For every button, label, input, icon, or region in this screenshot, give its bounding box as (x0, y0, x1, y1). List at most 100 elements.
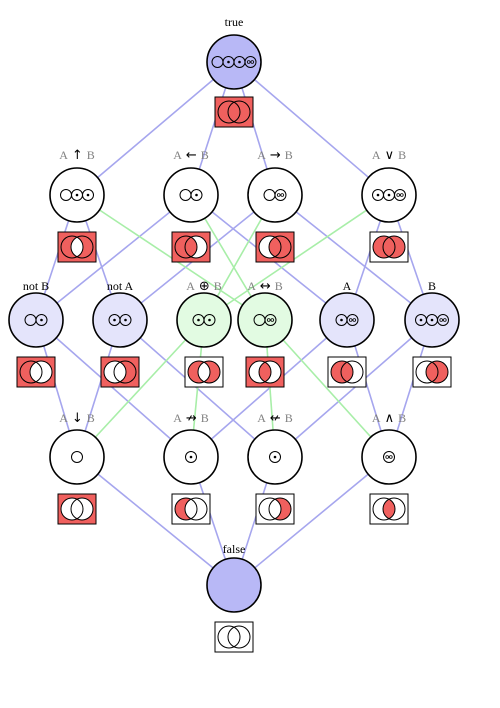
glyph-small-ring-icon (348, 318, 353, 322)
venn-box-true (214, 96, 254, 128)
edge-xor-or-xor (203, 194, 390, 321)
venn-box-nota (100, 356, 140, 388)
glyph-ring-icon (383, 451, 395, 463)
venn-box-nconv (255, 493, 295, 525)
glyph-dot-icon (124, 318, 127, 322)
edge-xor-iff-and (264, 319, 390, 458)
glyph-ring-icon (244, 56, 257, 68)
edge-implication-and-false (233, 456, 390, 586)
node-circle (49, 429, 105, 485)
edge-implication-b-nconv (274, 319, 433, 458)
glyph-dot-icon (208, 318, 211, 322)
node-label: B (428, 279, 436, 293)
node-true: true (206, 15, 262, 90)
glyph-dot-icon (113, 318, 116, 322)
edge-implication-notb-nimpl (35, 319, 192, 458)
venn-box-nor (57, 493, 97, 525)
glyph-dot-icon (197, 318, 200, 322)
glyph-ring-icon (394, 189, 406, 201)
node-circle (206, 557, 262, 613)
node-label: A↛B (173, 411, 209, 426)
node-nand: A↑B (49, 148, 105, 223)
glyph-dot-icon (273, 455, 277, 459)
node-label: A∧B (372, 411, 406, 426)
node-iff: A↔B (237, 279, 293, 348)
glyph-dot-icon (238, 60, 241, 64)
node-label: false (223, 542, 246, 556)
node-label: true (225, 15, 244, 29)
venn-box-b (412, 356, 452, 388)
glyph-dot-icon (86, 193, 90, 197)
node-or: A∨B (361, 148, 417, 223)
glyph-dot-icon (195, 193, 198, 197)
node-label: A↓B (59, 411, 95, 426)
edge-implication-impl-b (274, 194, 433, 321)
node-nimpl: A↛B (163, 411, 219, 485)
node-a: A (319, 279, 375, 348)
node-label: A↑B (59, 148, 95, 163)
venn-box-or (369, 231, 409, 263)
glyph-small-ring-icon (276, 193, 281, 197)
venn-box-nand (57, 231, 97, 263)
glyph-small-ring-icon (388, 455, 393, 459)
glyph-dot-icon (376, 193, 380, 197)
glyph-small-ring-icon (250, 60, 255, 64)
node-impl: A→B (247, 148, 303, 223)
venn-box-conv (171, 231, 211, 263)
venn-box-iff (245, 356, 285, 388)
node-nor: A↓B (49, 411, 105, 485)
glyph-ring-icon (71, 451, 83, 463)
glyph-dot-icon (189, 455, 193, 459)
glyph-ring-icon (274, 189, 287, 201)
glyph-small-ring-icon (396, 193, 401, 197)
node-false: false (206, 542, 262, 613)
glyph-ring-icon (35, 314, 48, 326)
venn-box-xor (184, 356, 224, 388)
venn-box-a (327, 356, 367, 388)
node-label: A (343, 279, 352, 293)
glyph-dot-icon (340, 318, 343, 322)
node-nota: not A (92, 279, 148, 348)
glyph-ring-icon (346, 314, 359, 326)
venn-circle-b (228, 626, 250, 648)
venn-region-ab (259, 361, 271, 383)
edge-xor-xor-nor (76, 319, 205, 458)
glyph-small-ring-icon (352, 318, 357, 322)
glyph-small-ring-icon (246, 60, 251, 64)
glyph-ring-icon (203, 314, 216, 326)
glyph-dot-icon (387, 193, 391, 197)
glyph-small-ring-icon (270, 318, 275, 322)
venn-box-false (214, 621, 254, 653)
node-label: not A (107, 279, 134, 293)
node-b: B (404, 279, 460, 348)
node-and: A∧B (361, 411, 417, 485)
glyph-dot-icon (75, 193, 79, 197)
venn-region-ab (383, 498, 395, 520)
edge-implication-a-nimpl (190, 319, 348, 458)
glyph-small-ring-icon (439, 318, 444, 322)
glyph-ring-icon (269, 451, 281, 463)
venn-box-nimpl (171, 493, 211, 525)
glyph-dot-icon (227, 60, 230, 64)
glyph-ring-icon (119, 314, 132, 326)
venn-circle-b (71, 498, 93, 520)
glyph-ring-icon (185, 451, 197, 463)
venn-box-notb (16, 356, 56, 388)
node-label: A∨B (372, 148, 406, 163)
glyph-dot-icon (430, 318, 434, 322)
node-nconv: A↚B (247, 411, 303, 485)
edge-implication-conv-notb (35, 194, 192, 321)
glyph-small-ring-icon (280, 193, 285, 197)
node-label: not B (23, 279, 49, 293)
glyph-small-ring-icon (399, 193, 404, 197)
venn-box-impl (255, 231, 295, 263)
node-conv: A←B (163, 148, 219, 223)
node-label: A←B (173, 148, 209, 163)
node-label: A⊕B (186, 279, 222, 294)
edge-implication-true-or (233, 61, 390, 196)
glyph-small-ring-icon (442, 318, 447, 322)
node-label: A↚B (257, 411, 293, 426)
glyph-dot-icon (40, 318, 43, 322)
